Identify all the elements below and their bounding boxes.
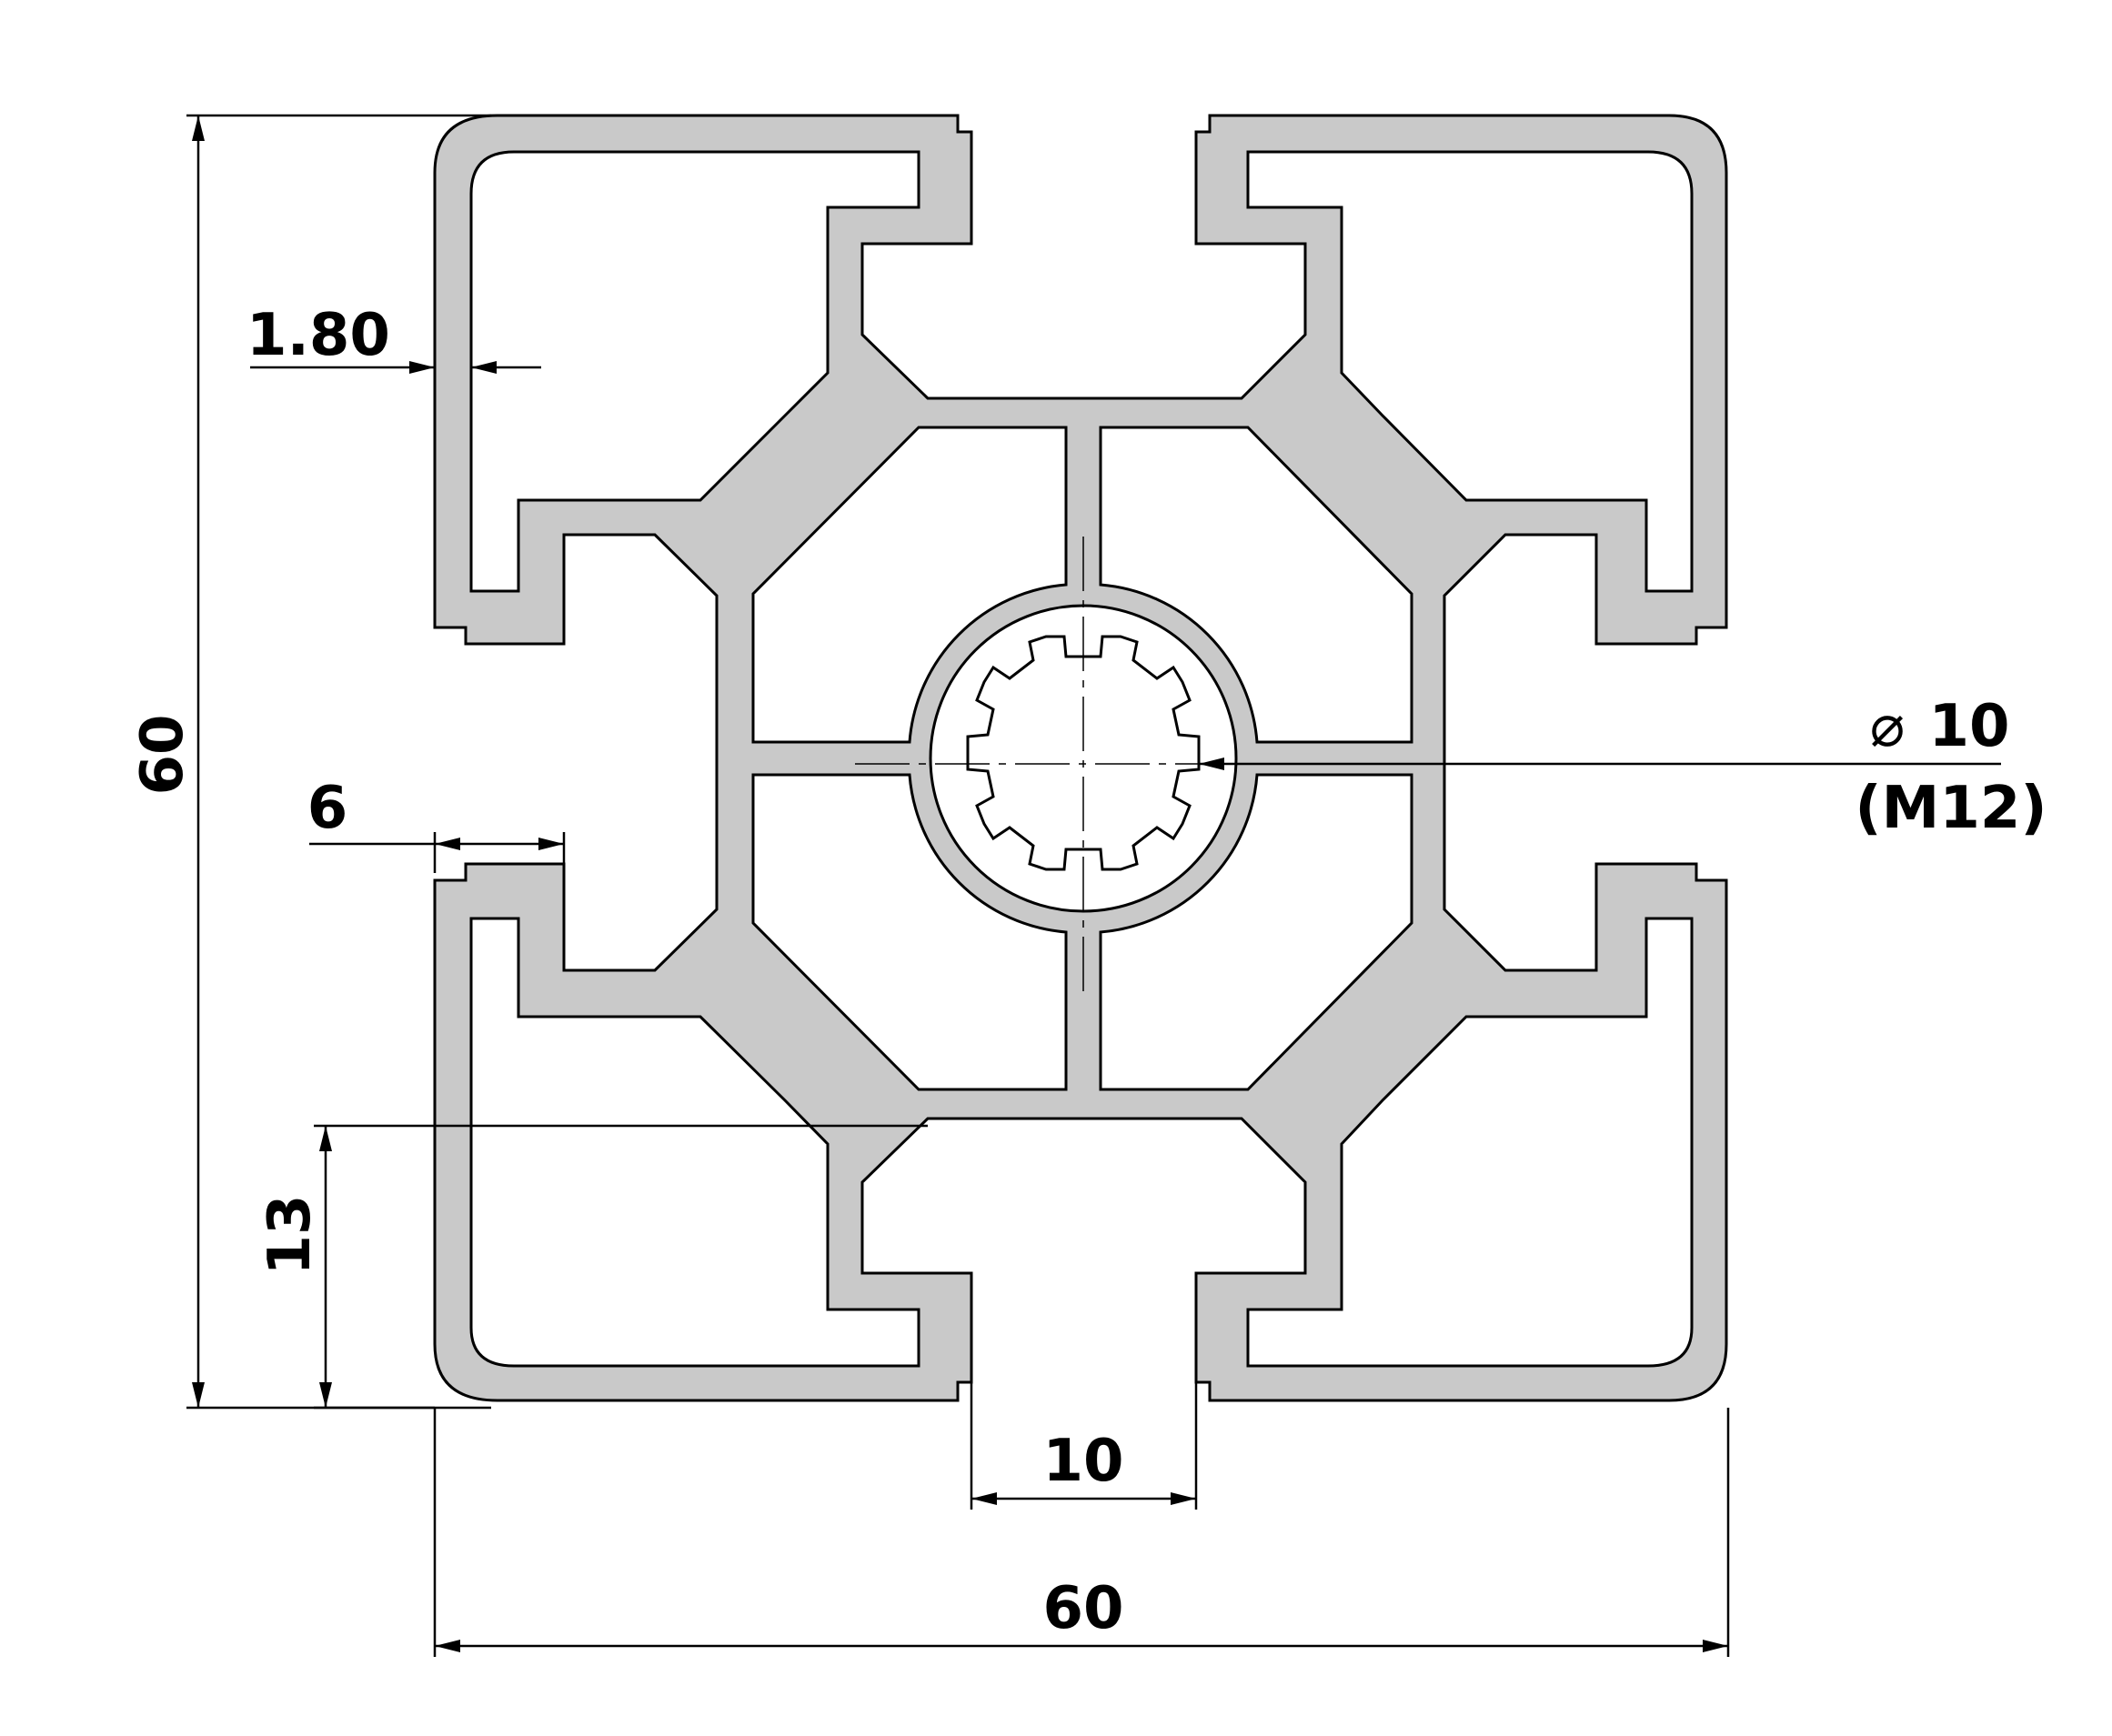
bore-diameter-symbol: ⌀ bbox=[1870, 693, 1906, 760]
dimension-wall-thickness: 1.80 bbox=[246, 302, 541, 374]
dimension-bore: ⌀ 10 (M12) bbox=[1199, 693, 2047, 842]
dimension-label-bore: 10 bbox=[1928, 693, 2009, 760]
dimension-label-offset: 13 bbox=[256, 1194, 324, 1275]
center-bore bbox=[966, 635, 1201, 871]
profile-outer-shape bbox=[433, 114, 1728, 1402]
dimension-label-thread: (M12) bbox=[1855, 775, 2047, 842]
dimension-overall-height: 60 bbox=[129, 114, 491, 1410]
aluminium-profile-cross-section bbox=[433, 114, 1728, 1402]
dimension-label-slot-depth: 6 bbox=[307, 775, 348, 842]
dimension-offset: 13 bbox=[256, 1124, 928, 1410]
dimension-label-slot-width: 10 bbox=[1042, 1428, 1123, 1495]
dimension-label-height: 60 bbox=[129, 714, 196, 795]
dimension-label-wall-thickness: 1.80 bbox=[246, 302, 390, 369]
dimension-label-width: 60 bbox=[1042, 1575, 1123, 1642]
dimension-slot-width: 10 bbox=[970, 1373, 1198, 1510]
center-lines bbox=[855, 537, 1310, 991]
dimension-slot-depth: 6 bbox=[307, 775, 566, 873]
dimension-overall-width: 60 bbox=[433, 1408, 1730, 1657]
